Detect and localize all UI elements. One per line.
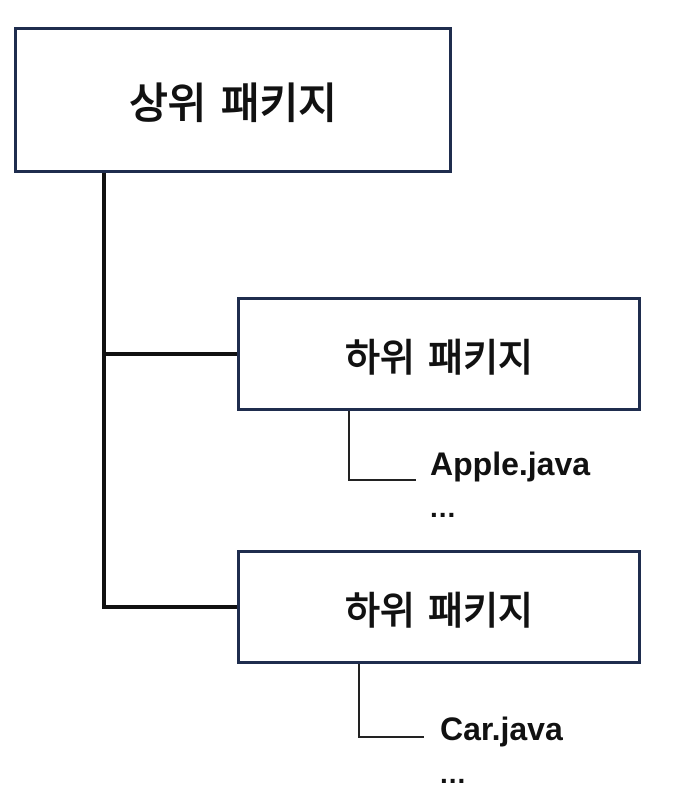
file-ellipsis-1: ... [430,492,457,523]
trunk-connector-line [102,173,106,608]
child-package-box-1: 하위 패키지 [237,297,641,411]
file-label-apple: Apple.java [430,446,591,482]
file-label-car: Car.java [440,711,563,747]
parent-package-box: 상위 패키지 [14,27,452,173]
child-package-box-2: 하위 패키지 [237,550,641,664]
file-connector-horizontal-2 [358,736,424,738]
file-connector-vertical-1 [348,407,350,481]
branch-connector-child-2 [102,605,237,609]
file-connector-vertical-2 [358,662,360,738]
file-ellipsis-2: ... [440,758,467,789]
parent-package-label: 상위 패키지 [129,78,337,128]
child-package-label-1: 하위 패키지 [344,335,534,380]
child-package-label-2: 하위 패키지 [344,588,534,633]
branch-connector-child-1 [102,352,237,356]
file-connector-horizontal-1 [348,479,416,481]
